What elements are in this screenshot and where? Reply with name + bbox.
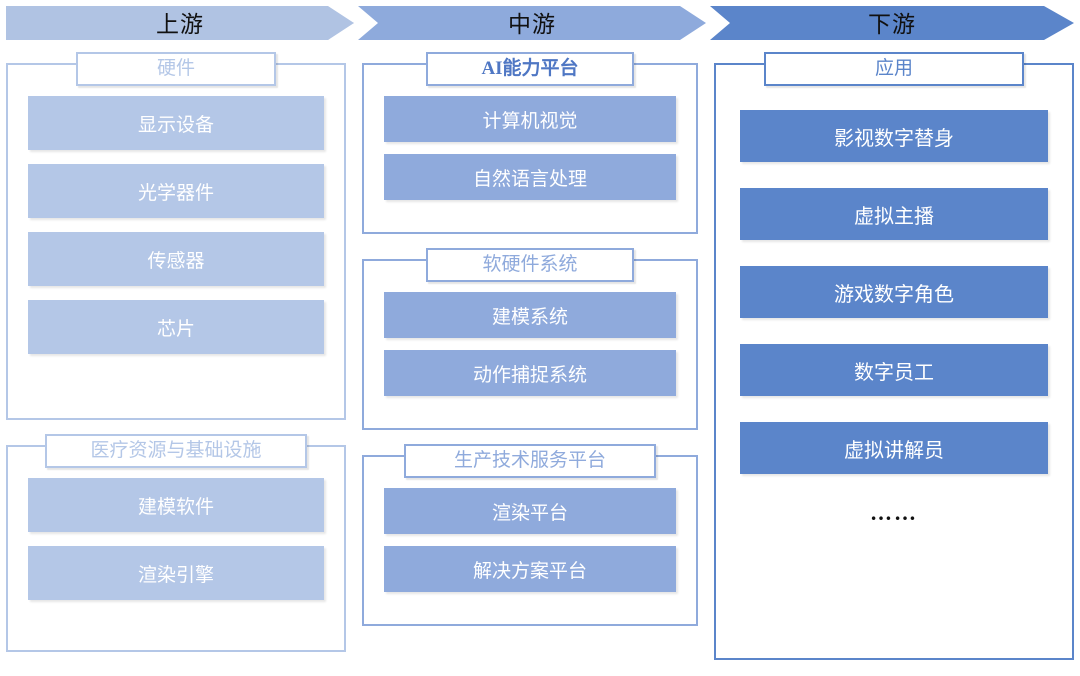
group-items: 显示设备 光学器件 传感器 芯片 [6, 86, 346, 366]
group-software-hardware-system: 软硬件系统 建模系统 动作捕捉系统 [362, 248, 698, 430]
group-items: 建模软件 渲染引擎 [6, 468, 346, 612]
item-nlp[interactable]: 自然语言处理 [384, 154, 676, 200]
stage-header-downstream: 下游 [710, 6, 1074, 40]
item-computer-vision[interactable]: 计算机视觉 [384, 96, 676, 142]
stage-header-upstream: 上游 [6, 6, 354, 40]
group-title-ai-capability-platform: AI能力平台 [426, 52, 634, 86]
item-virtual-presenter[interactable]: 虚拟讲解员 [740, 422, 1048, 474]
group-title-medical-resources: 医疗资源与基础设施 [45, 434, 307, 468]
stage-header-downstream-label: 下游 [868, 12, 916, 37]
item-motion-capture-system[interactable]: 动作捕捉系统 [384, 350, 676, 396]
item-virtual-anchor[interactable]: 虚拟主播 [740, 188, 1048, 240]
group-production-tech-service-platform: 生产技术服务平台 渲染平台 解决方案平台 [362, 444, 698, 626]
group-items: 渲染平台 解决方案平台 [362, 478, 698, 604]
more-items-ellipsis: …… [870, 500, 918, 525]
group-items: 计算机视觉 自然语言处理 [362, 86, 698, 212]
group-title-production-tech-service-platform: 生产技术服务平台 [404, 444, 656, 478]
item-optical-component[interactable]: 光学器件 [28, 164, 324, 218]
item-game-digital-character[interactable]: 游戏数字角色 [740, 266, 1048, 318]
item-digital-employee[interactable]: 数字员工 [740, 344, 1048, 396]
group-items: 影视数字替身 虚拟主播 游戏数字角色 数字员工 虚拟讲解员 …… [714, 86, 1074, 536]
column-upstream: 硬件 显示设备 光学器件 传感器 芯片 医疗资源与基础设施 建模软件 渲染引擎 [6, 52, 346, 666]
group-medical-resources: 医疗资源与基础设施 建模软件 渲染引擎 [6, 434, 346, 652]
group-items: 建模系统 动作捕捉系统 [362, 282, 698, 408]
group-ai-capability-platform: AI能力平台 计算机视觉 自然语言处理 [362, 52, 698, 234]
stage-header-upstream-label: 上游 [156, 12, 204, 37]
stage-header-midstream-label: 中游 [508, 12, 556, 37]
item-chip[interactable]: 芯片 [28, 300, 324, 354]
group-application: 应用 影视数字替身 虚拟主播 游戏数字角色 数字员工 虚拟讲解员 …… [714, 52, 1074, 660]
item-solution-platform[interactable]: 解决方案平台 [384, 546, 676, 592]
stage-header-midstream: 中游 [358, 6, 706, 40]
item-film-digital-double[interactable]: 影视数字替身 [740, 110, 1048, 162]
group-title-hardware: 硬件 [76, 52, 276, 86]
group-hardware: 硬件 显示设备 光学器件 传感器 芯片 [6, 52, 346, 420]
item-modeling-software[interactable]: 建模软件 [28, 478, 324, 532]
group-title-application: 应用 [764, 52, 1024, 86]
group-title-software-hardware-system: 软硬件系统 [426, 248, 634, 282]
item-render-engine[interactable]: 渲染引擎 [28, 546, 324, 600]
item-sensor[interactable]: 传感器 [28, 232, 324, 286]
item-modeling-system[interactable]: 建模系统 [384, 292, 676, 338]
item-display-device[interactable]: 显示设备 [28, 96, 324, 150]
column-midstream: AI能力平台 计算机视觉 自然语言处理 软硬件系统 建模系统 动作捕捉系统 生产… [362, 52, 698, 640]
item-render-platform[interactable]: 渲染平台 [384, 488, 676, 534]
column-downstream: 应用 影视数字替身 虚拟主播 游戏数字角色 数字员工 虚拟讲解员 …… [714, 52, 1074, 674]
